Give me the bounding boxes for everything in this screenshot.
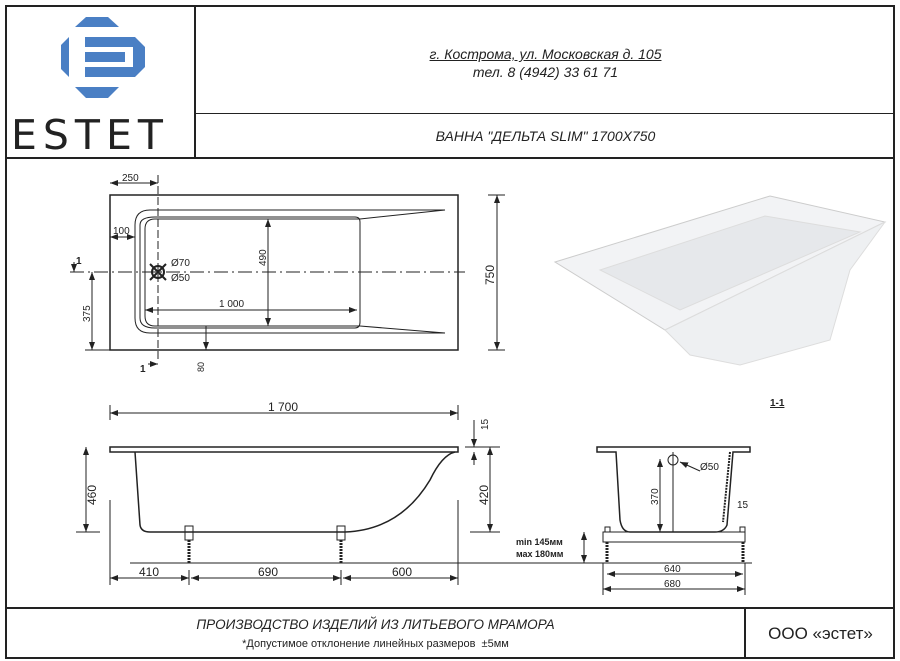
dim-690: 690: [258, 565, 278, 579]
section-mark-bottom: 1: [140, 364, 146, 375]
logo-text: ESTET: [11, 111, 169, 159]
dim-420: 420: [477, 485, 491, 505]
dim-680: 680: [664, 579, 681, 590]
dim-490: 490: [258, 249, 269, 266]
dim-750: 750: [483, 265, 497, 285]
dim-410: 410: [139, 565, 159, 579]
phone: тел. 8 (4942) 33 61 71: [472, 64, 619, 80]
footer-top-line: [5, 607, 895, 609]
header-divider-vertical: [194, 5, 196, 158]
drain-50: Ø50: [171, 273, 190, 284]
drain-70: Ø70: [171, 258, 190, 269]
cross-section-view: [596, 446, 752, 595]
dim-640: 640: [664, 564, 681, 575]
dim-375: 375: [82, 305, 93, 322]
footer-divider: [744, 607, 746, 659]
drawing-frame: [5, 5, 895, 659]
dim-460: 460: [85, 485, 99, 505]
tolerance-note: *Допустимое отклонение линейных размеров…: [242, 638, 509, 650]
top-view: [70, 175, 505, 367]
leg-max: мах 180мм: [516, 549, 564, 559]
header-divider-horizontal: [194, 113, 895, 114]
production-text: ПРОИЗВОДСТВО ИЗДЕЛИЙ ИЗ ЛИТЬЕВОГО МРАМОР…: [196, 617, 555, 632]
dim-1700: 1 700: [268, 400, 298, 414]
dim-15-wall: 15: [737, 500, 749, 511]
address: г. Кострома, ул. Московская д. 105: [429, 46, 662, 62]
header-bottom-line: [5, 157, 895, 159]
side-view: [76, 405, 600, 585]
leg-min: min 145мм: [516, 537, 563, 547]
dim-100: 100: [113, 226, 130, 237]
dim-1000: 1 000: [219, 299, 244, 310]
section-mark-top: 1: [76, 256, 82, 267]
dim-80: 80: [196, 362, 206, 372]
section-label: 1-1: [770, 398, 785, 409]
dim-600: 600: [392, 565, 412, 579]
logo: ESTET: [7, 7, 194, 159]
dim-15-side: 15: [480, 418, 491, 430]
logo-mark-icon: [61, 17, 145, 98]
dim-drain-50: Ø50: [700, 462, 719, 473]
company-name: ООО «эстет»: [768, 624, 873, 643]
product-title: ВАННА "ДЕЛЬТА SLIM" 1700Х750: [435, 128, 656, 144]
dim-250: 250: [122, 173, 139, 184]
bathtub-3d-render: [553, 195, 887, 366]
dim-370: 370: [650, 488, 661, 505]
